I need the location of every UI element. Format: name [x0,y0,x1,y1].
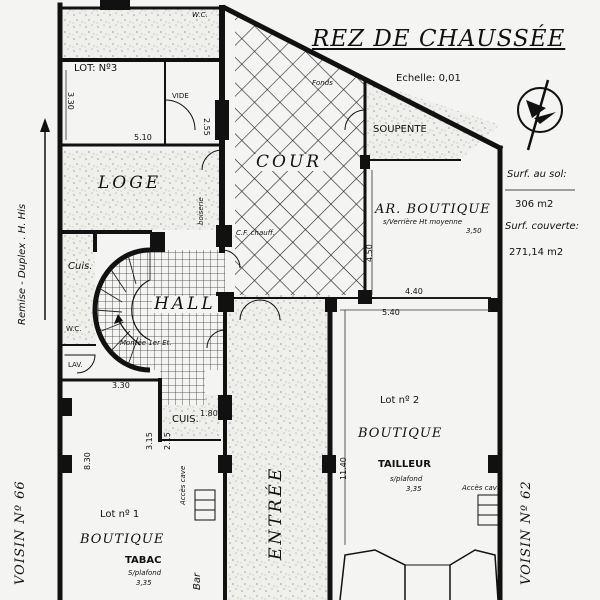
dimension-lines [65,70,490,545]
cf-chauff-label: C.F. chauff. [236,229,275,237]
cuis-left-label: Cuis. [68,261,93,272]
dim-830: 8.30 [83,452,92,470]
dim-540: 5.40 [382,308,400,317]
shop-windows [339,549,499,600]
tabac-ceiling-label: S/plafond [128,569,162,577]
dim-330-mid: 3.30 [112,381,130,390]
door-swings [76,99,366,374]
dim-315: 3.15 [145,432,154,450]
boutique-right-label: BOUTIQUE [358,426,443,441]
cave-access-ladders [194,489,499,526]
wc-top-label: W.C. [192,11,208,19]
hall-label: HALL [152,294,218,314]
dim-180: 1.80 [200,409,218,418]
dim-330-top: 3.30 [66,92,75,110]
speckled-floor-areas [60,8,500,600]
tailleur-height-label: 3,35 [406,485,422,493]
dim-255: 2.55 [202,118,211,136]
remise-arrow-head [40,118,50,132]
acces-cave-left-label: Accès cave [179,465,187,505]
montee-label: Montée 1er Et. [120,339,172,347]
tabac-label: TABAC [125,555,162,566]
surface-ground-label: Surf. au sol: [507,169,567,180]
stair-arrow-head [114,314,123,324]
neighbor-right-label: VOISIN Nº 62 [519,480,534,585]
ar-boutique-label: AR. BOUTIQUE [375,202,491,217]
plan-title: REZ DE CHAUSSÉE [312,26,566,52]
outer-walls [57,2,504,600]
dim-450: 4.50 [365,244,374,262]
cuis-small-label: CUIS. [172,414,199,425]
ar-boutique-note: s/Verrière Ht moyenne [383,218,463,226]
surface-covered-value: 271,14 m2 [509,247,564,258]
lot1-label: Lot nº 1 [100,509,140,520]
tailleur-ceiling-label: s/plafond [390,475,423,483]
surface-covered-label: Surf. couverte: [505,221,580,232]
lav-label: LAV. [68,361,83,369]
loge-label: LOGE [98,173,162,193]
soupente-label: SOUPENTE [373,124,427,135]
tabac-height-label: 3,35 [136,579,152,587]
boutique-left-label: BOUTIQUE [80,532,165,547]
wall-piers [58,0,502,473]
dim-440: 4.40 [405,287,423,296]
cour-label: COUR [254,152,325,172]
scale-label: Echelle: 0,01 [396,73,461,84]
fonds-label: Fonds [312,79,333,87]
acces-cave-right-label: Accès cave [462,484,502,492]
dim-1140: 11.40 [339,457,348,480]
north-compass [517,79,563,151]
dim-215: 2.15 [163,432,172,450]
lot3-label: LOT: Nº3 [74,63,118,74]
tailleur-label: TAILLEUR [378,459,431,470]
neighbor-left-label: VOISIN Nº 66 [13,480,28,585]
dim-510: 5.10 [134,133,152,142]
remise-label: Remise - Duplex . H. His [17,203,28,325]
surface-ground-value: 306 m2 [515,199,554,210]
boiserie-label: boiserie [197,197,205,225]
lot2-label: Lot nº 2 [380,395,420,406]
hall-grid [95,250,225,405]
vide-label: VIDE [172,92,189,100]
entree-label: ENTRÉE [266,465,286,560]
ar-boutique-dim: 3,50 [466,227,482,235]
stair-treads [94,250,151,366]
staircase-inner-arc [131,279,151,341]
bar-label: Bar [192,572,203,590]
wc-left-label: W.C. [66,325,82,333]
